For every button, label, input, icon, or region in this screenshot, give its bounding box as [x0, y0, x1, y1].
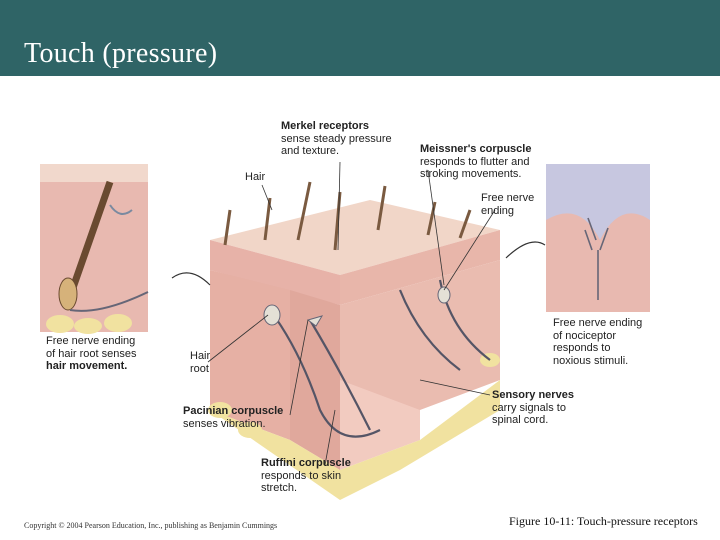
- hair-label: Hair: [245, 171, 266, 183]
- sensory-desc-2: spinal cord.: [492, 414, 549, 426]
- meissner-label: Meissner's corpuscle responds to flutter…: [420, 143, 531, 181]
- nociceptor-inset: [546, 164, 650, 312]
- meissner-desc-2: stroking movements.: [420, 168, 522, 180]
- hair-root-1: Hair: [190, 350, 211, 362]
- skin-block: [208, 181, 500, 500]
- arrow-right: [505, 241, 546, 259]
- nociceptor-2: of nociceptor: [553, 329, 616, 342]
- sensory-nerves-label: Sensory nerves carry signals to spinal c…: [492, 389, 574, 427]
- nociceptor-4: noxious stimuli.: [553, 354, 629, 367]
- leader-lines: [207, 161, 496, 466]
- meissner-desc-1: responds to flutter and: [420, 155, 530, 168]
- figure-caption: Figure 10-11: Touch-pressure receptors: [509, 514, 698, 528]
- slide-title: Touch (pressure): [24, 38, 218, 69]
- skin-receptor-illustration: [40, 161, 650, 500]
- nociceptor-3: responds to: [553, 342, 611, 354]
- hair-root-free-label: Free nerve ending of hair root senses ha…: [46, 335, 137, 373]
- ruffini-title: Ruffini corpuscle: [261, 457, 351, 469]
- copyright-notice: Copyright © 2004 Pearson Education, Inc.…: [24, 521, 278, 530]
- pacinian-label: Pacinian corpuscle senses vibration.: [183, 405, 283, 430]
- pacinian-title: Pacinian corpuscle: [183, 405, 284, 417]
- hair-root-free-2: of hair root senses: [46, 347, 137, 360]
- hair-root-free-1: Free nerve ending: [46, 335, 136, 347]
- meissner-title: Meissner's corpuscle: [420, 143, 532, 155]
- pacinian-desc: senses vibration.: [183, 417, 266, 430]
- ruffini-desc-2: stretch.: [261, 482, 298, 494]
- sensory-desc-1: carry signals to: [492, 401, 566, 414]
- hair-root-free-3: hair movement.: [46, 360, 128, 372]
- free-nerve-label: Free nerve ending: [481, 192, 534, 217]
- free-nerve-1: Free nerve: [481, 192, 535, 204]
- merkel-desc-1: sense steady pressure: [281, 132, 392, 145]
- nociceptor-1: Free nerve ending: [553, 317, 643, 329]
- hair-root-inset: [40, 164, 149, 334]
- ruffini-label: Ruffini corpuscle responds to skin stret…: [261, 457, 351, 495]
- merkel-title: Merkel receptors: [281, 120, 370, 132]
- title-bar: Touch (pressure): [0, 0, 720, 76]
- nociceptor-label: Free nerve ending of nociceptor responds…: [553, 317, 642, 367]
- hair-root-label: Hair root: [190, 350, 210, 375]
- merkel-desc-2: and texture.: [281, 145, 340, 157]
- hair-root-2: root: [190, 362, 209, 375]
- sensory-title: Sensory nerves: [492, 389, 574, 401]
- free-nerve-2: ending: [481, 204, 515, 217]
- merkel-label: Merkel receptors sense steady pressure a…: [281, 120, 392, 158]
- arrow-left: [171, 272, 211, 286]
- ruffini-desc-1: responds to skin: [261, 469, 342, 482]
